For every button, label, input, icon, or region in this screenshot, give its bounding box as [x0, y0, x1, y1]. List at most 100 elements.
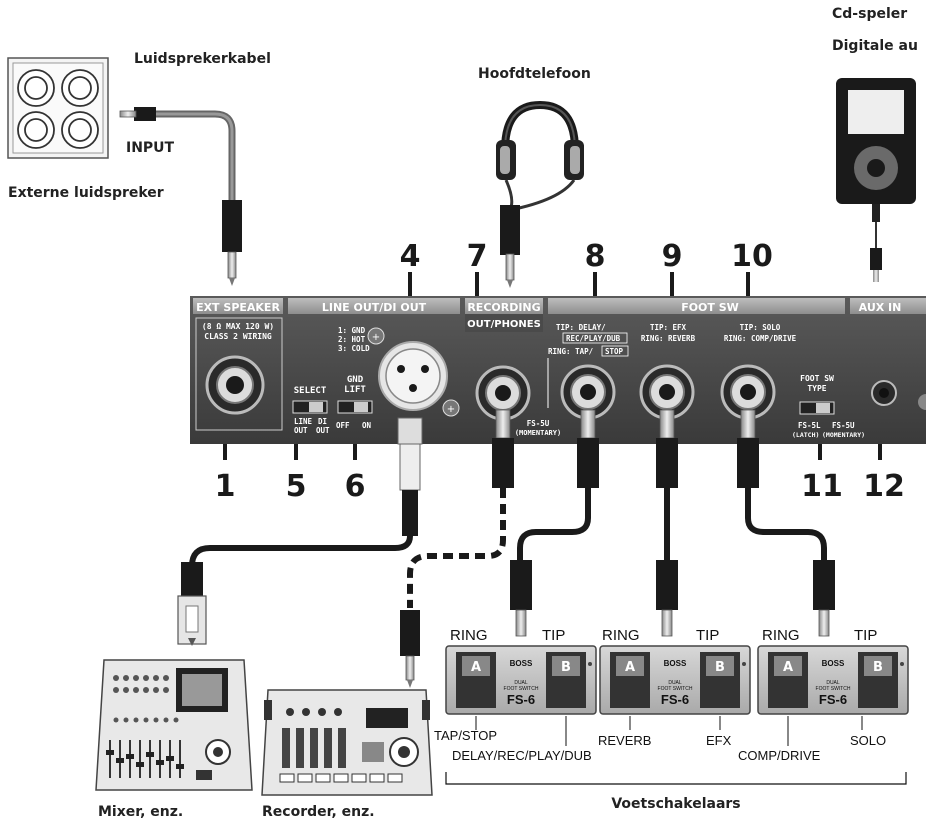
ext-speaker-label: Externe luidspreker [8, 185, 164, 201]
line-out-title: LINE OUT/DI OUT [322, 301, 427, 314]
footsw-type-label2: TYPE [807, 384, 826, 393]
input-label: INPUT [126, 140, 175, 156]
pedal3-dual: DUAL [826, 680, 840, 686]
gnd-off: OFF [336, 421, 350, 430]
headphones-label: Hoofdtelefoon [478, 66, 591, 82]
mixer-label: Mixer, enz. [98, 804, 183, 820]
headphones [496, 100, 584, 288]
fn-efx: EFX [706, 733, 732, 748]
fn-delay-rec: DELAY/REC/PLAY/DUB [452, 748, 592, 763]
rec-play-dub-label: REC/PLAY/DUB [566, 334, 621, 343]
recording-cable [400, 409, 514, 688]
footswitch-1 [445, 645, 597, 715]
pedal1-dual: DUAL [514, 680, 528, 686]
pedal3-ring: RING [762, 627, 800, 644]
fn-solo: SOLO [850, 733, 886, 748]
external-speaker-cabinet [7, 57, 109, 159]
lift-label: LIFT [344, 385, 366, 395]
pedal2-b: B [715, 660, 725, 675]
num-7: 7 [467, 239, 488, 274]
select-line-out: OUT [294, 426, 308, 435]
pedal2-a: A [625, 660, 635, 675]
aux-in-jack[interactable] [871, 380, 926, 410]
footswitch-2 [599, 645, 751, 715]
digital-audio-player [836, 78, 916, 282]
pedal2-ring: RING [602, 627, 640, 644]
num-11: 11 [801, 469, 843, 504]
pedal1-tip: TIP [542, 627, 565, 644]
pedal2-dual: DUAL [668, 680, 682, 686]
tip-solo-label: TIP: SOLO [740, 323, 781, 332]
recording-phones-jack[interactable] [475, 365, 531, 421]
gnd-on: ON [362, 421, 372, 430]
foot-sw-jack-10[interactable] [720, 364, 776, 420]
pedal1-b: B [561, 660, 571, 675]
ring-tap-label: RING: TAP/ [548, 347, 594, 356]
momentary-label: (MOMENTARY) [515, 429, 561, 437]
momentary2-label: (MOMENTARY) [822, 431, 865, 439]
rear-panel [190, 296, 926, 444]
footswitch-cable-10 [737, 409, 835, 637]
fn-comp-drive: COMP/DRIVE [738, 748, 821, 763]
pedal2-model: FS-6 [661, 692, 689, 707]
ext-speaker-jack[interactable] [205, 355, 265, 415]
xlr-pin1: 1: GND [338, 326, 366, 335]
speaker-cable-label: Luidsprekerkabel [134, 51, 271, 67]
select-di-out: OUT [316, 426, 330, 435]
ext-speaker-title: EXT SPEAKER [196, 301, 280, 314]
footsw-type-label1: FOOT SW [800, 374, 834, 383]
gnd-lift-switch[interactable] [337, 400, 373, 414]
footswitch-cable-9 [656, 409, 678, 637]
pedal2-tip: TIP [696, 627, 719, 644]
xlr-pin2: 2: HOT [338, 335, 366, 344]
mixer-device [95, 659, 253, 791]
pedal1-footswitch: FOOT SWITCH [504, 686, 539, 692]
pedal1-ring: RING [450, 627, 488, 644]
footswitch-3 [757, 645, 909, 715]
recording-title: RECORDING [467, 301, 540, 314]
ext-speaker-header [193, 298, 283, 314]
fn-tap-stop: TAP/STOP [434, 728, 497, 743]
select-label: SELECT [294, 386, 327, 396]
digital-audio-label: Digitale au [832, 38, 918, 54]
latch-label: (LATCH) [792, 431, 819, 439]
ext-speaker-wiring: CLASS 2 WIRING [204, 332, 272, 341]
foot-sw-jack-9[interactable] [639, 364, 695, 420]
footswitch-cable-8 [510, 409, 599, 637]
num-9: 9 [662, 239, 683, 274]
fs5u2-label: FS-5U [832, 421, 855, 430]
stop-label: STOP [605, 347, 624, 356]
num-6: 6 [345, 469, 366, 504]
num-8: 8 [585, 239, 606, 274]
num-4: 4 [400, 239, 421, 274]
gnd-label: GND [347, 375, 364, 385]
svg-text:+: + [447, 404, 455, 415]
num-10: 10 [731, 239, 773, 274]
svg-text:+: + [372, 332, 380, 343]
footswitches-label: Voetschakelaars [611, 796, 740, 812]
select-di: DI [318, 417, 327, 426]
recorder-label: Recorder, enz. [262, 804, 375, 820]
line-out-xlr-jack[interactable]: + + [367, 327, 460, 417]
foot-sw-header [548, 298, 845, 314]
out-phones-title: OUT/PHONES [467, 319, 541, 330]
ring-reverb-label: RING: REVERB [641, 334, 696, 343]
pedal2-footswitch: FOOT SWITCH [658, 686, 693, 692]
select-switch[interactable] [292, 400, 328, 414]
pedal3-b: B [873, 660, 883, 675]
num-12: 12 [863, 469, 905, 504]
foot-sw-title: FOOT SW [681, 301, 739, 314]
ext-speaker-spec: (8 Ω MAX 120 W) [202, 322, 274, 331]
xlr-cable [177, 417, 423, 646]
num-1: 1 [215, 469, 236, 504]
pedal1-brand: BOSS [510, 659, 533, 668]
tip-efx-label: TIP: EFX [650, 323, 687, 332]
footswitches-bracket [445, 772, 907, 785]
num-5: 5 [286, 469, 307, 504]
tip-delay-label: TIP: DELAY/ [556, 323, 606, 332]
recording-header [465, 298, 543, 314]
foot-sw-type-switch[interactable] [799, 401, 835, 415]
ring-comp-label: RING: COMP/DRIVE [724, 334, 797, 343]
pedal3-model: FS-6 [819, 692, 847, 707]
